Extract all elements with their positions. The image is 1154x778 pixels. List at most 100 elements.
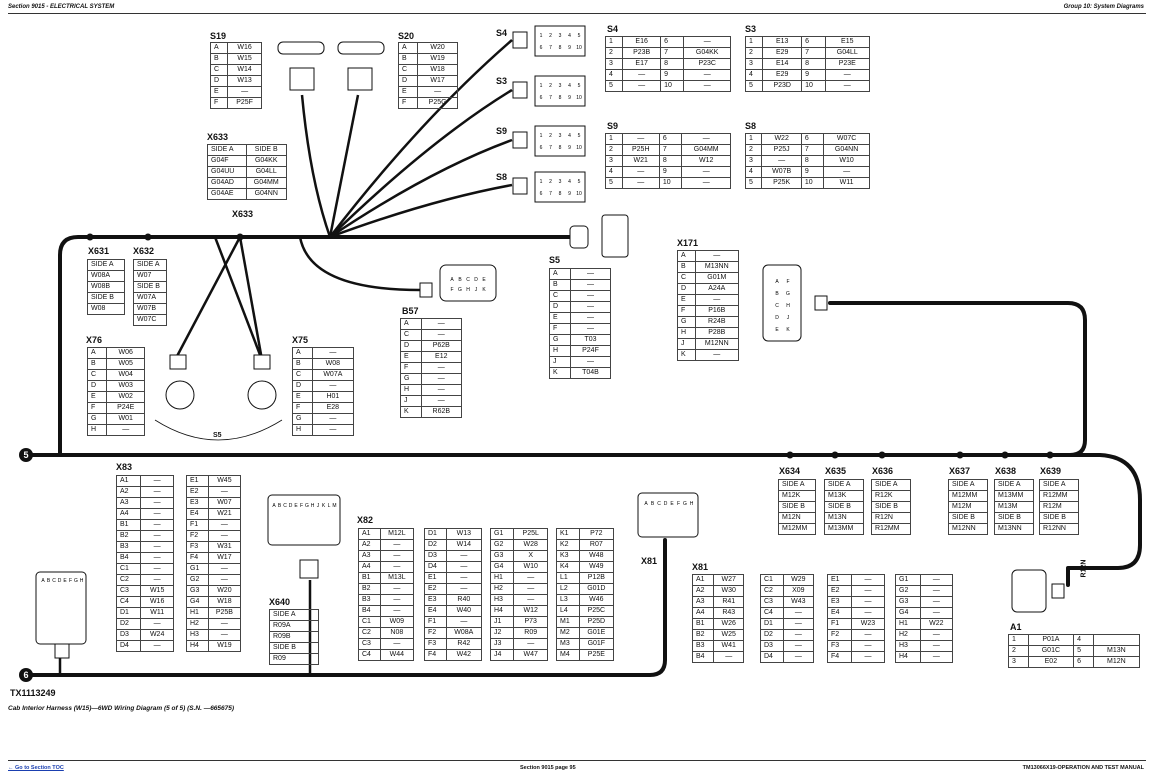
pin-cell: E <box>209 86 229 98</box>
pin-row: SIDE B <box>994 512 1034 524</box>
pin-cell: H <box>400 384 422 396</box>
pin-cell: 9 <box>800 166 825 178</box>
pin-cell: SIDE A <box>269 609 319 621</box>
pin-cell: R12N <box>871 512 911 524</box>
pin-cell: G3 <box>186 585 209 597</box>
pin-row: H1— <box>489 572 548 584</box>
pin-cell: M13N <box>824 512 864 524</box>
pin-cell: R24B <box>694 316 740 328</box>
pin-cell: F <box>549 323 571 335</box>
switch-pin-label: 1 <box>540 133 543 139</box>
pin-cell: 4 <box>1073 634 1094 646</box>
pin-cell: M4 <box>556 649 580 661</box>
pin-cell: A2 <box>691 585 715 597</box>
pin-cell: W04 <box>106 369 145 381</box>
label-s3: S3 <box>745 24 757 34</box>
pin-cell: F4 <box>186 552 209 564</box>
branch-s19 <box>300 94 332 238</box>
pin-cell: G <box>677 316 696 328</box>
pin-row: F1— <box>424 616 483 628</box>
pin-cell: W20 <box>417 42 458 54</box>
switch-pin-label: 2 <box>549 179 552 185</box>
label-x637: X637 <box>949 466 971 476</box>
label-b57: B57 <box>402 306 419 316</box>
pin-cell: P16B <box>694 305 740 317</box>
pin-cell: R41 <box>713 596 744 608</box>
pin-cell: E1 <box>827 574 852 586</box>
pin-cell: F2 <box>186 530 209 542</box>
pin-cell: E <box>292 391 313 403</box>
pin-row: B— <box>549 279 612 291</box>
pin-row: C1— <box>115 563 174 575</box>
pin-cell: 5 <box>1073 645 1094 657</box>
pin-row: SIDE A <box>269 609 319 621</box>
pin-cell: R09 <box>513 627 548 639</box>
pin-cell: E29 <box>762 47 803 59</box>
pin-row: E— <box>677 294 740 306</box>
pin-cell: M12MM <box>778 523 816 535</box>
pin-cell: 4 <box>744 166 763 178</box>
pin-cell: E1 <box>424 572 447 584</box>
pin-cell: W07C <box>823 133 870 145</box>
pin-cell: A4 <box>115 508 142 520</box>
pin-cell: — <box>207 530 242 542</box>
pin-cell: G1 <box>489 528 515 540</box>
pin-cell: C4 <box>358 649 381 661</box>
pin-cell: — <box>569 356 612 368</box>
pin-cell: X <box>513 550 548 562</box>
circle-ref-5: 5 <box>19 448 33 462</box>
pin-cell: F <box>400 362 422 374</box>
pin-cell: 6 <box>1073 656 1094 668</box>
pin-cell: — <box>782 640 815 652</box>
pin-row: 4—9— <box>605 166 731 178</box>
branch-x75 <box>238 236 264 361</box>
pin-row: A— <box>400 318 463 330</box>
pin-row: B1— <box>115 519 174 531</box>
pin-cell: — <box>850 640 886 652</box>
pin-cell: W01 <box>106 413 145 425</box>
pin-cell: W49 <box>578 561 615 573</box>
pin-cell: E2 <box>827 585 852 597</box>
go-to-section-toc-link[interactable]: ← Go to Section TOC <box>8 765 64 771</box>
pin-cell: 8 <box>801 58 826 70</box>
pin-row: M12M <box>948 501 988 513</box>
pin-row: D1— <box>760 618 815 630</box>
pin-cell: — <box>207 486 242 498</box>
pin-cell: B4 <box>691 651 715 663</box>
pin-cell: 7 <box>801 47 826 59</box>
pin-cell: W45 <box>207 475 242 487</box>
pin-cell: P24F <box>569 345 612 357</box>
pin-cell: W41 <box>713 640 744 652</box>
pin-row: B2— <box>115 530 174 542</box>
pin-cell: — <box>417 86 458 98</box>
pin-row: B3— <box>358 594 415 606</box>
pin-cell: J3 <box>489 638 515 650</box>
pin-row: R09 <box>269 653 319 665</box>
pin-row: SIDE B <box>948 512 988 524</box>
switch-pin-label: 4 <box>568 133 571 139</box>
switch-pin-label: 4 <box>568 33 571 39</box>
x171-pin-label: F <box>786 279 789 285</box>
pin-cell: P25G <box>417 97 458 109</box>
pin-cell: B <box>86 358 108 370</box>
branch-x76 <box>173 236 242 361</box>
pin-cell: — <box>311 424 355 436</box>
pin-cell: H <box>292 424 313 436</box>
